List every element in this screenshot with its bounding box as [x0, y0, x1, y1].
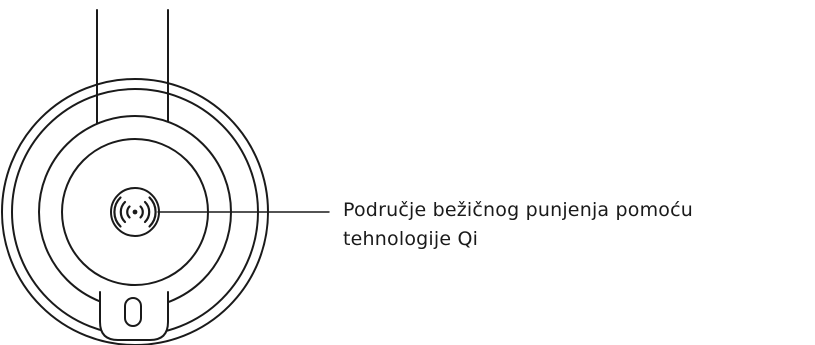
callout-label-line-2: tehnologije Qi [343, 228, 479, 250]
callout-label: Područje bežičnog punjenja pomoću tehnol… [343, 196, 813, 254]
wireless-charging-icon [113, 196, 157, 228]
connector-port [124, 297, 142, 327]
callout-label-line-1: Područje bežičnog punjenja pomoću [343, 199, 694, 221]
connector-tab [99, 291, 169, 341]
headband [96, 9, 169, 101]
